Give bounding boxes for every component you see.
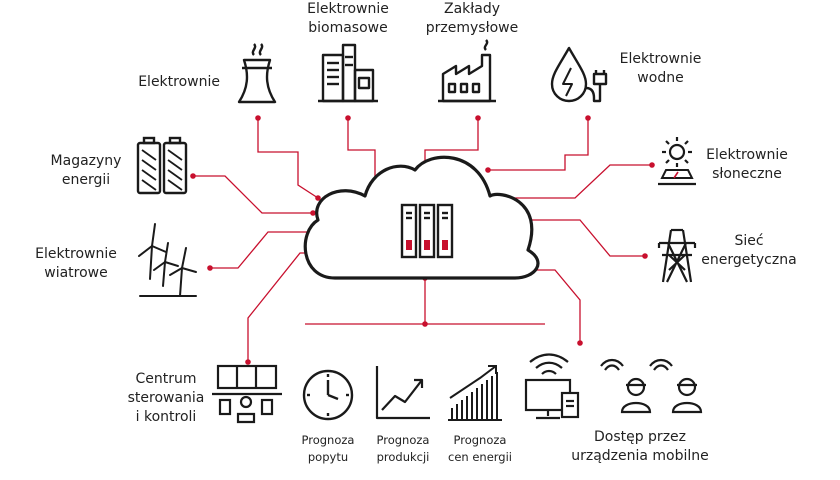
connector-hydro (488, 118, 589, 171)
label-sloneczne: Elektrownie słoneczne (706, 147, 788, 182)
cloud-icon (303, 155, 540, 280)
clock-icon (302, 369, 354, 421)
control-center-desk-icon (212, 364, 282, 424)
label-wiatrowe: Elektrownie wiatrowe (35, 246, 117, 281)
trend-line-arrow-icon (375, 366, 430, 420)
solar-panel-sun-icon (658, 137, 696, 186)
cooling-tower-icon (237, 43, 277, 104)
server-racks-icon (400, 203, 454, 259)
bar-chart-arrow-icon (448, 365, 502, 421)
wind-turbine-icon (138, 223, 197, 297)
connector-battery (193, 175, 313, 214)
label-siec: Sieć energetyczna (701, 233, 797, 268)
label-wodne: Elektrownie wodne (619, 51, 702, 86)
label-produkcja: Prognoza produkcji (376, 433, 430, 464)
computer-phone-wifi-icon (524, 353, 580, 420)
connector-control (247, 252, 313, 362)
engineer-wifi-icon (600, 358, 703, 414)
label-popyt: Prognoza popytu (301, 433, 355, 464)
battery-icon (136, 136, 188, 195)
biomass-plant-icon (318, 43, 378, 103)
power-pylon-icon (657, 228, 697, 283)
label-ceny: Prognoza cen energii (448, 433, 512, 464)
connector-grid (525, 219, 645, 257)
label-mobilne: Dostęp przez urządzenia mobilne (571, 429, 709, 464)
water-drop-plug-icon (550, 46, 608, 103)
label-elektrownie: Elektrownie (138, 74, 220, 90)
label-biomasowe: Elektrownie biomasowe (307, 1, 389, 36)
label-magazyny: Magazyny energii (50, 153, 122, 188)
label-zaklady: Zakłady przemysłowe (425, 1, 519, 36)
factory-icon (438, 39, 496, 103)
connection-lines (193, 118, 652, 362)
label-centrum: Centrum sterowania i kontroli (127, 371, 205, 425)
connector-power-plant (257, 118, 319, 199)
connector-solar (488, 164, 652, 199)
connector-factory (424, 118, 479, 163)
connector-wind (210, 231, 313, 269)
connector-devices (525, 269, 581, 343)
